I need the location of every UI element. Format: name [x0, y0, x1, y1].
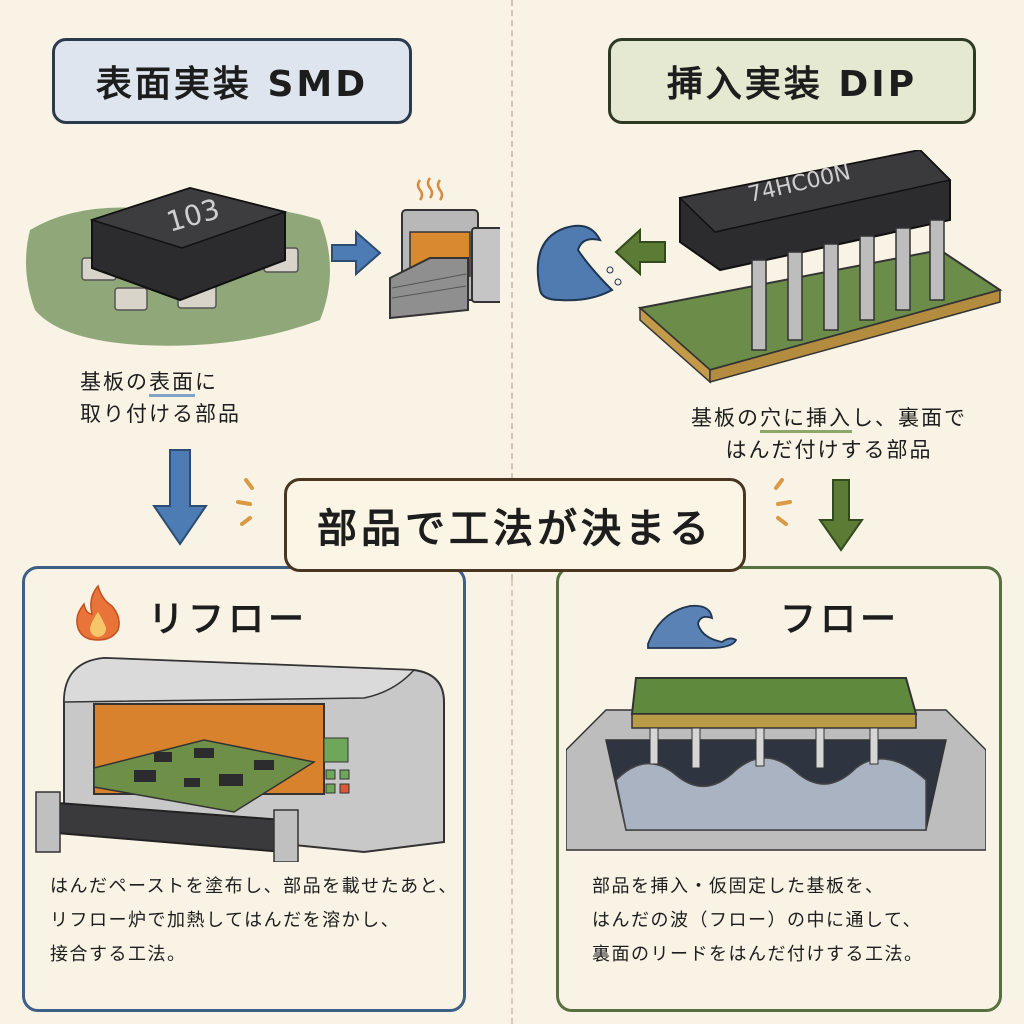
fire-icon: [76, 584, 120, 641]
center-divider-lower: [511, 580, 513, 1024]
dip-header: 挿入実装 DIP: [608, 38, 976, 124]
smd-chip-icon: 103: [81, 186, 299, 311]
flow-desc-line: 裏面のリードをはんだ付けする工法。: [592, 944, 924, 965]
dip-description: 基板の穴に挿入し、裏面で はんだ付けする部品: [664, 402, 994, 466]
conveyor-belt-icon: [35, 791, 299, 862]
smd-desc-emphasis: 表面: [149, 370, 195, 397]
reflow-desc-line: リフロー炉で加熱してはんだを溶かし、: [50, 910, 401, 931]
reflow-oven-icon: [389, 209, 500, 320]
dip-header-label: 挿入実装 DIP: [666, 64, 918, 105]
dip-desc-text: し、裏面で: [852, 406, 967, 430]
dip-chip-icon: 74HC00N: [678, 150, 952, 351]
solder-bath-icon: [566, 709, 986, 851]
reflow-title: リフロー: [148, 599, 309, 640]
flow-desc-line: はんだの波（フロー）の中に通して、: [592, 910, 923, 931]
pcb-with-chips-icon: [93, 739, 316, 813]
wave-icon: [536, 224, 622, 302]
smd-desc-text: 基板の: [80, 370, 149, 394]
wave-solder-illustration: [566, 677, 986, 851]
spark-right-icon: [774, 478, 792, 526]
dip-desc-text: 基板の: [691, 406, 760, 430]
reflow-desc-line: はんだペーストを塗布し、部品を載せたあと、: [50, 876, 458, 897]
dip-illustration: 74HC00N: [536, 150, 1003, 384]
arrow-right-icon: [331, 229, 382, 277]
flow-desc-line: 部品を挿入・仮固定した基板を、: [592, 876, 885, 897]
spark-left-icon: [236, 478, 254, 526]
arrow-down-blue-icon: [152, 449, 208, 546]
dip-desc-line2: はんだ付けする部品: [725, 438, 933, 462]
heat-waves-icon: [416, 177, 444, 201]
reflow-description: はんだペーストを塗布し、部品を載せたあと、 リフロー炉で加熱してはんだを溶かし、…: [50, 870, 470, 972]
smd-desc-text: に: [195, 370, 218, 394]
reflow-oven-illustration: [35, 656, 445, 862]
smd-header: 表面実装 SMD: [52, 38, 412, 124]
flow-description: 部品を挿入・仮固定した基板を、 はんだの波（フロー）の中に通して、 裏面のリード…: [592, 870, 992, 972]
center-divider: [511, 0, 513, 580]
smd-header-label: 表面実装 SMD: [95, 64, 369, 105]
smd-desc-line2: 取り付ける部品: [80, 402, 241, 426]
flow-panel: [556, 566, 1002, 1012]
reflow-panel: [22, 566, 466, 1012]
flow-title: フロー: [780, 599, 901, 640]
center-label-box: 部品で工法が決まる: [284, 478, 746, 572]
wave-icon: [647, 604, 738, 649]
smd-description: 基板の表面に 取り付ける部品: [80, 366, 340, 430]
pcb-board-icon: [630, 677, 918, 769]
dip-board-icon: [637, 248, 1003, 384]
dip-desc-emphasis: 穴に挿入: [760, 406, 852, 433]
center-label: 部品で工法が決まる: [317, 506, 713, 552]
arrow-down-green-icon: [818, 479, 864, 552]
arrow-left-icon: [614, 227, 666, 277]
smd-illustration: 103: [26, 177, 500, 346]
reflow-desc-line: 接合する工法。: [50, 944, 187, 965]
